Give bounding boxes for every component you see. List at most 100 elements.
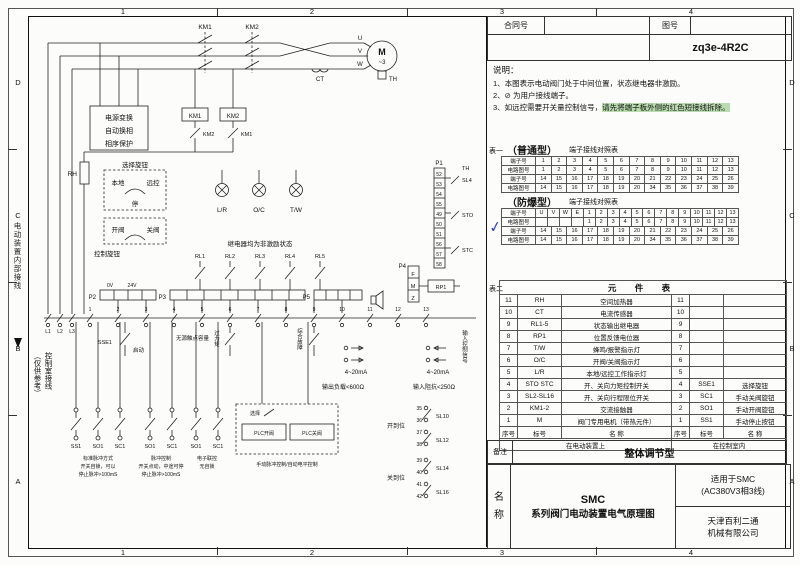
terminal-number: 55 [436,202,442,208]
table-cell: 电路图号 [501,235,536,245]
mode1-text: 开关自锁，可以 [80,463,115,470]
table-cell: 16 [566,226,583,236]
limit-terminal-number: 42 [416,494,422,500]
remarks-label: 备注 [488,441,513,463]
table1-label: 表一 [489,148,503,155]
table-cell: 38 [706,183,724,193]
sl12-label: SL12 [436,438,449,444]
ma-input-label: 4~20mA [427,370,450,376]
table-cell: 18 [597,174,615,184]
table-cell: 端子号 [501,174,536,184]
table-cell: V [546,208,560,218]
frame-tick [8,282,17,283]
table-cell: 8 [644,165,661,175]
selector-knob-label: 选择旋钮 [122,160,149,169]
table-cell: 10 [690,208,704,218]
over-torque-label: 过力矩 [213,329,220,348]
table-cell: 电路图号 [501,183,536,193]
table-cell: 8 [666,208,680,218]
frame-col-label: 3 [499,548,505,557]
sse1-label: SSE1 [98,340,112,346]
rl3-label: RL3 [255,254,265,260]
limit-switch-wires [421,405,432,499]
table-cell: 6 [613,165,630,175]
table-cell: 17 [581,183,599,193]
table-cell: 39 [722,235,739,245]
table-cell [689,354,724,367]
frame-col-label: 1 [120,7,126,16]
lamp-tw-label: T/W [290,207,303,214]
sto-label: STO [462,213,474,219]
margin-text-control-room: 控制室接线 （仅供参考） [32,352,54,482]
terminal-number: 51 [436,232,442,238]
table-cell: KM1-2 [517,402,562,415]
table-cell [722,318,788,331]
table-cell: 22 [659,174,677,184]
sl16-label: SL16 [436,490,449,496]
frame-row-label: D [15,78,21,87]
table-cell: 蜂鸣/报警指示灯 [561,342,672,355]
table-cell: RL1-5 [517,318,562,331]
table-cell: 21 [644,226,661,236]
so1-label: SO1 [144,444,155,450]
frame-row-label: C [789,211,795,220]
table-cell: 选择旋钮 [722,378,788,391]
table-cell: 4 [671,378,690,391]
table-cell: M [517,414,562,427]
table-cell: 22 [659,226,677,236]
table-cell: 7 [654,208,668,218]
p1-label: P1 [435,161,443,167]
mode3-text: 无自锁 [199,463,214,470]
bus-terminal-number: 5 [201,307,204,313]
th2-label: TH [462,166,469,172]
phase-v-label: V [358,49,362,55]
table-cell: 36 [675,183,693,193]
table-cell: 23 [675,174,693,184]
terminal-number: 56 [436,242,442,248]
table-cell: 12 [714,208,727,218]
table-cell: 5 [597,156,615,166]
note-item: 2、⊘ 为用户接线端子。 [493,90,574,100]
drawing-no-cell [690,16,792,35]
table-cell: E [570,208,584,218]
table-cell: CT [517,306,562,319]
close-position-label: 关到位 [387,474,405,482]
table-cell: 20 [628,174,646,184]
name-block: 名 称 SMC 系列阀门电动装置电气原理图 适用于SMC (AC380V3相3线… [487,464,791,549]
terminal-number: 49 [436,212,442,218]
bus-terminal-number: 9 [313,307,316,313]
product-title: SMC 系列阀门电动装置电气原理图 [510,464,676,549]
table-cell [689,306,724,319]
table-cell: 3 [671,390,690,403]
table-cell: 1 [671,414,690,427]
table-cell: 7 [628,165,646,175]
bus-terminal-number: 2 [117,307,120,313]
table-cell [689,294,724,307]
power-box-line3: 相序保护 [105,139,133,148]
table-cell: 标号 [517,426,562,439]
table-cell: 阀门专用电机（带热元件） [561,414,672,427]
component-table-title: 元 件 表 [498,280,788,295]
control-knob-label: 控制旋钮 [94,249,121,258]
start-label: 启动 [133,346,145,354]
bus-terminal-number: 10 [339,307,345,313]
right-panel: 合同号 图号 zq3e-4R2C 说明： 1、本图表示电动阀门处于中间位置，状态… [486,16,792,549]
table-cell: 11 [499,294,518,307]
table-cell: 19 [613,226,630,236]
mode2-text: 开关点动，中途可停 [138,463,183,470]
plc-open-label: PLC开阀 [254,430,274,437]
drawing-no-label: 图号 [649,16,691,35]
bus-terminal-number: 6 [229,307,232,313]
sl4-label: SL4 [462,178,472,184]
power-box-line2: 自动换相 [105,126,133,135]
table-cell: 14 [535,183,552,193]
mode2-text: 停止脉冲>100mS [142,471,181,478]
bus-terminal-number: 8 [285,307,288,313]
table-cell: SC1 [689,390,724,403]
frame-tick [783,415,792,416]
frame-tick [783,282,792,283]
